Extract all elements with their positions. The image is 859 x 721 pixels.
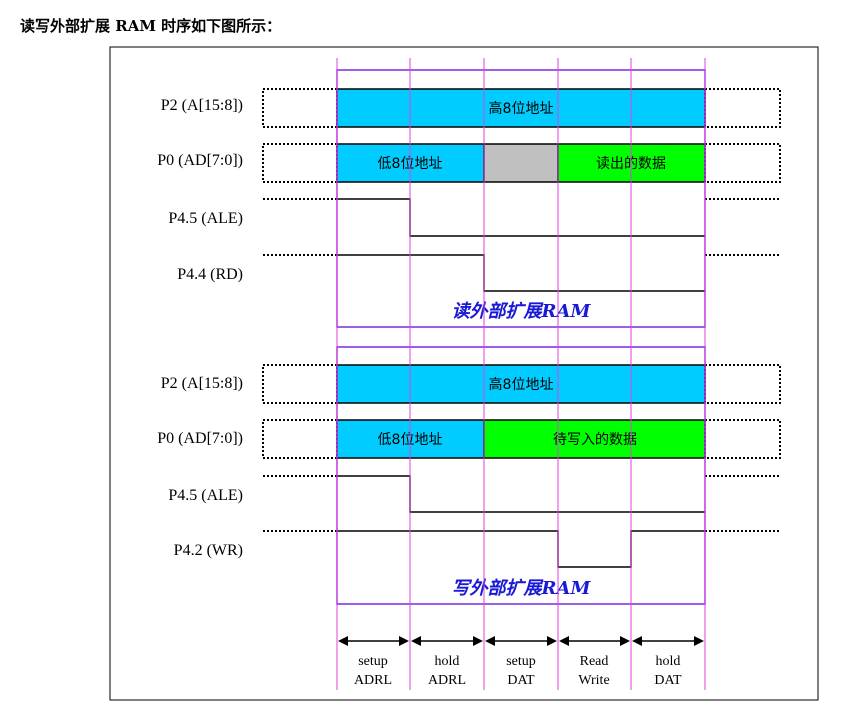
write-p0-dashed-left xyxy=(262,419,338,459)
phase-arrow-5 xyxy=(632,636,704,646)
read-signal-rd: P4.4 (RD) xyxy=(177,266,243,283)
phase-arrow-4 xyxy=(559,636,630,646)
read-section-caption: 读外部扩展RAM xyxy=(452,301,592,322)
read-signal-p0: P0 (AD[7:0]) xyxy=(157,152,243,169)
read-p0-gap xyxy=(483,143,559,183)
read-p2-label: 高8位地址 xyxy=(489,100,554,117)
write-p0-dashed-right xyxy=(704,419,781,459)
write-section-caption: 写外部扩展RAM xyxy=(452,578,592,599)
phase-1-line2: ADRL xyxy=(354,673,392,688)
read-section: 高8位地址 低8位地址 读出的数据 P2 (A[15:8]) P0 (AD[7:… xyxy=(157,69,781,328)
read-p2-bus xyxy=(336,88,706,128)
write-signal-p0: P0 (AD[7:0]) xyxy=(157,430,243,447)
write-signal-p2: P2 (A[15:8]) xyxy=(161,375,243,392)
phase-5-line2: DAT xyxy=(654,673,682,688)
write-signal-wr: P4.2 (WR) xyxy=(174,542,243,559)
phase-4-line2: Write xyxy=(578,673,609,688)
read-p2-dashed-left xyxy=(262,88,338,128)
phase-2-line2: ADRL xyxy=(428,673,466,688)
write-p0-data xyxy=(483,419,706,459)
phase-arrow-2 xyxy=(411,636,483,646)
read-signal-ale: P4.5 (ALE) xyxy=(168,210,243,227)
phase-2-line1: hold xyxy=(435,654,460,669)
read-ale-waveform xyxy=(337,198,705,237)
page-heading: 读写外部扩展 RAM 时序如下图所示： xyxy=(20,17,282,35)
read-signal-p2: P2 (A[15:8]) xyxy=(161,97,243,114)
write-p2-dashed-left xyxy=(262,364,338,404)
phase-3-line2: DAT xyxy=(507,673,535,688)
write-signal-ale: P4.5 (ALE) xyxy=(168,487,243,504)
diagram-frame xyxy=(109,46,819,701)
write-p2-label: 高8位地址 xyxy=(489,376,554,393)
write-wr-waveform xyxy=(337,530,705,568)
read-p0-dashed-right xyxy=(704,143,781,183)
write-p2-dashed-right xyxy=(704,364,781,404)
phase-arrow-1 xyxy=(338,636,409,646)
phase-5-line1: hold xyxy=(656,654,681,669)
write-p2-bus xyxy=(336,364,706,404)
phase-labels: setup ADRL hold ADRL setup DAT Read Writ… xyxy=(354,654,682,688)
write-section: 高8位地址 低8位地址 待写入的数据 P2 (A[15:8]) P0 (AD[7… xyxy=(157,346,781,605)
phase-arrows xyxy=(338,636,704,646)
write-p0-data-label: 待写入的数据 xyxy=(553,432,637,448)
read-p2-dashed-right xyxy=(704,88,781,128)
read-p0-dashed-left xyxy=(262,143,338,183)
write-ale-waveform xyxy=(337,475,705,513)
read-rd-waveform xyxy=(337,254,705,292)
phase-arrow-3 xyxy=(485,636,557,646)
phase-1-line1: setup xyxy=(358,654,388,669)
phase-4-line1: Read xyxy=(580,654,609,669)
phase-3-line1: setup xyxy=(506,654,536,669)
phase-lines xyxy=(336,58,706,690)
